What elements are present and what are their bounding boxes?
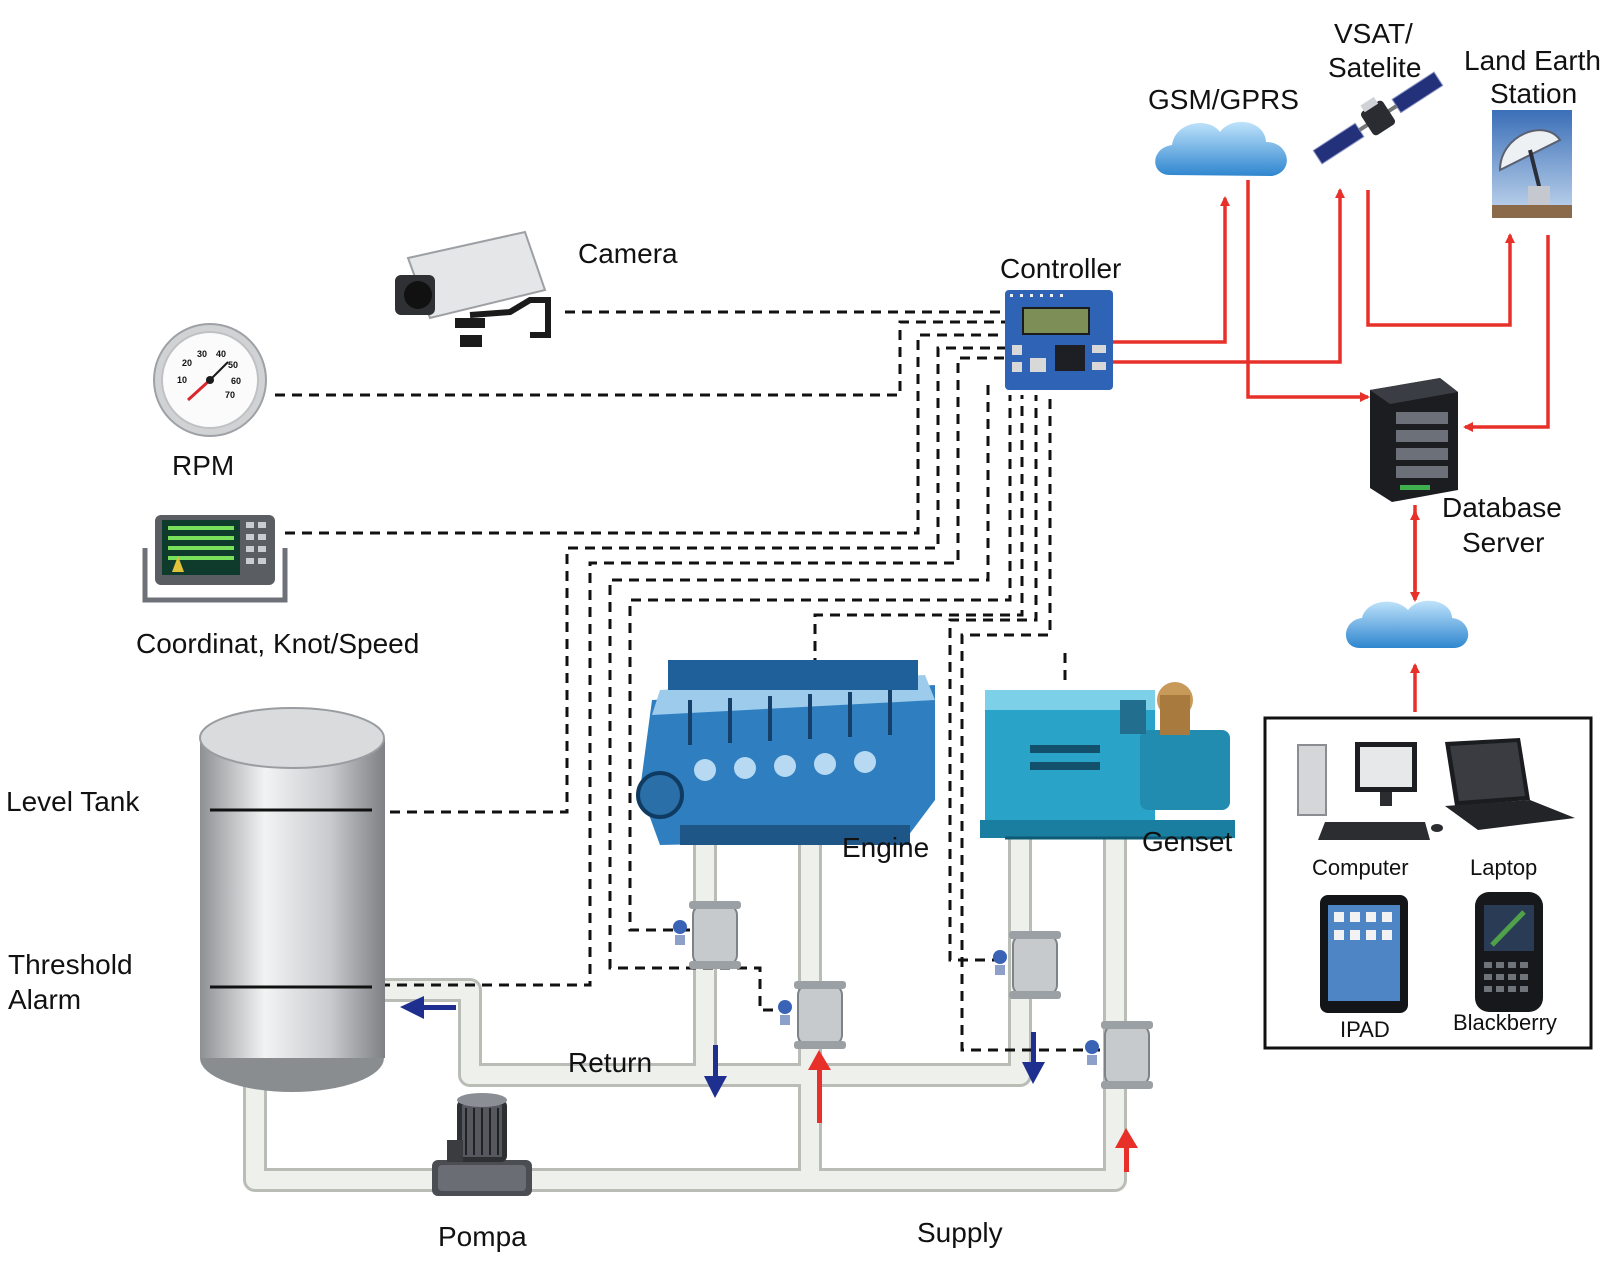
controller-gsm-link <box>1113 196 1230 344</box>
flowmeters <box>673 901 1153 1089</box>
pump-icon <box>432 1093 532 1196</box>
rpm-label: RPM <box>172 450 235 481</box>
vsat-les-link <box>1366 190 1515 327</box>
dish-antenna-icon <box>1492 110 1572 218</box>
engine-label: Engine <box>842 832 930 863</box>
threshold-label-line1: Threshold <box>8 949 133 980</box>
engine-supply-arrow <box>808 1050 831 1123</box>
genset-label: Genset <box>1142 826 1233 857</box>
controller-label: Controller <box>1000 253 1122 284</box>
gauge-tick-label: 50 <box>228 360 238 370</box>
les-label-line2: Station <box>1490 78 1578 109</box>
genset-return-arrow <box>1022 1032 1045 1084</box>
communication-links <box>1113 180 1550 712</box>
engine-return-arrow <box>704 1045 727 1098</box>
database-label-line1: Database <box>1442 492 1562 523</box>
gsm-server-link <box>1246 180 1370 402</box>
laptop-icon <box>1445 738 1575 830</box>
threshold-wire <box>380 356 1005 987</box>
genset-supply-flow-wire <box>960 395 1100 1052</box>
gauge-tick-label: 70 <box>225 390 235 400</box>
flowmeter-icon <box>673 901 741 969</box>
gauge-tick-label: 20 <box>182 358 192 368</box>
desktop-computer-icon <box>1297 742 1443 840</box>
controller-board-icon <box>1005 290 1113 390</box>
supply-label: Supply <box>917 1217 1003 1248</box>
gps-wire <box>285 333 1005 535</box>
engine-icon <box>636 660 935 845</box>
pump-label: Pompa <box>438 1221 527 1252</box>
tablet-icon <box>1320 895 1408 1013</box>
flowmeter-icon <box>778 981 846 1049</box>
ipad-label: IPAD <box>1340 1017 1390 1042</box>
level-tank-label: Level Tank <box>6 786 140 817</box>
gsm-label: GSM/GPRS <box>1148 84 1299 115</box>
controller-vsat-link <box>1113 188 1345 364</box>
gps-display-icon <box>142 515 288 603</box>
engine-supply-flow-wire <box>608 380 990 1012</box>
cloud-icon <box>1155 121 1287 176</box>
cloud-icon <box>1345 600 1469 648</box>
genset-supply-arrow <box>1115 1128 1138 1172</box>
flowmeter-icon <box>993 931 1061 999</box>
engine-return-flow-wire <box>628 395 1012 932</box>
sensor-wiring <box>275 310 1100 1052</box>
flowmeter-icon <box>1085 1021 1153 1089</box>
rpm-gauge-icon: 30 40 20 50 10 60 70 <box>153 323 267 437</box>
genset-icon <box>980 682 1235 840</box>
laptop-label: Laptop <box>1470 855 1538 880</box>
threshold-label-line2: Alarm <box>8 984 82 1015</box>
vsat-label-line2: Satelite <box>1328 52 1422 83</box>
smartphone-icon <box>1475 892 1543 1012</box>
rpm-wire <box>275 320 1005 397</box>
computer-label: Computer <box>1312 855 1409 880</box>
tank-icon <box>199 707 385 1092</box>
les-label-line1: Land Earth <box>1464 45 1600 76</box>
level-tank-wire <box>390 346 1005 814</box>
gauge-tick-label: 10 <box>177 375 187 385</box>
les-server-link <box>1463 235 1550 432</box>
engine-wire <box>813 395 1024 668</box>
genset-return-flow-wire <box>948 395 1038 962</box>
gps-label: Coordinat, Knot/Speed <box>136 628 420 659</box>
database-label-line2: Server <box>1462 527 1545 558</box>
vsat-label-line1: VSAT/ <box>1334 18 1413 49</box>
server-icon <box>1370 378 1458 502</box>
blackberry-label: Blackberry <box>1453 1010 1557 1035</box>
gauge-tick-label: 30 <box>197 349 207 359</box>
flow-arrows <box>400 996 1138 1172</box>
tank-inflow-arrow <box>400 996 456 1019</box>
camera-icon <box>395 230 551 347</box>
gauge-tick-label: 40 <box>216 349 226 359</box>
camera-label: Camera <box>578 238 678 269</box>
satellite-icon <box>1312 71 1444 165</box>
gauge-tick-label: 60 <box>231 376 241 386</box>
return-label: Return <box>568 1047 653 1078</box>
